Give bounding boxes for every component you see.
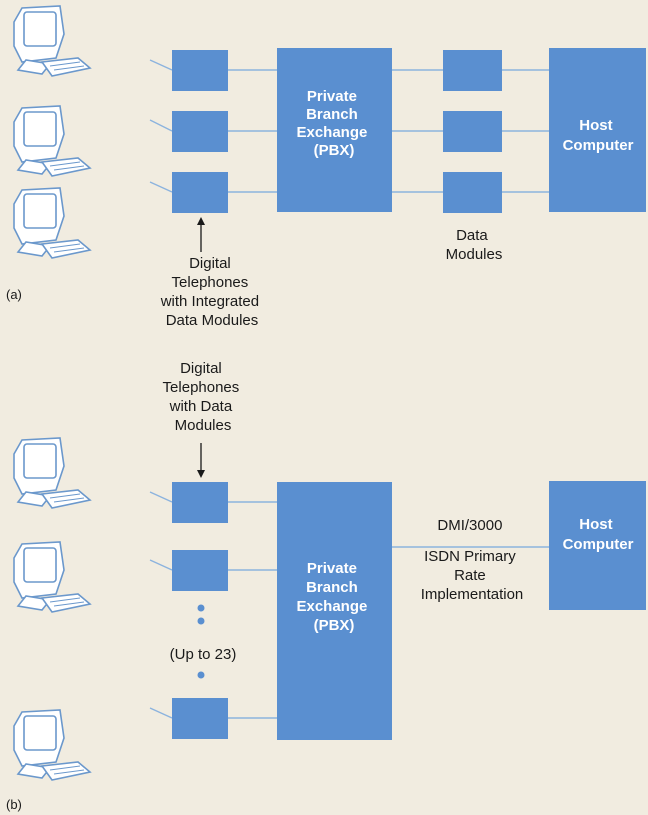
dot-icon [198,605,205,612]
terminal-icon [14,6,90,76]
dot-icon [198,672,205,679]
telephone-module-block [172,482,228,523]
telephones-caption: Digital Telephones with Data Modules [163,360,244,434]
data-module-block [443,172,502,213]
terminal-icon [14,710,90,780]
arrow-head-icon [197,470,205,478]
link-label: DMI/3000 ISDN Primary Rate Implementatio… [421,517,524,603]
data-modules-caption: Data Modules [446,227,503,263]
telephone-module-block [172,111,228,152]
up-to-count-label: (Up to 23) [170,646,237,663]
data-module-block [443,50,502,91]
telephone-module-block [172,550,228,591]
panel-label: (a) [6,287,22,302]
dot-icon [198,618,205,625]
panel-b: Digital Telephones with Data Modules (Up… [6,360,646,812]
telephone-module-block [172,50,228,91]
terminal-icon [14,438,90,508]
terminal-icon [14,542,90,612]
telephones-caption: Digital Telephones with Integrated Data … [160,255,264,329]
telephone-module-block [172,698,228,739]
terminal-icon [14,106,90,176]
arrow-head-icon [197,217,205,225]
panel-label: (b) [6,797,22,812]
panel-a: Private Branch Exchange (PBX) Host Compu… [6,6,646,329]
terminal-icon [14,188,90,258]
telephone-module-block [172,172,228,213]
data-module-block [443,111,502,152]
